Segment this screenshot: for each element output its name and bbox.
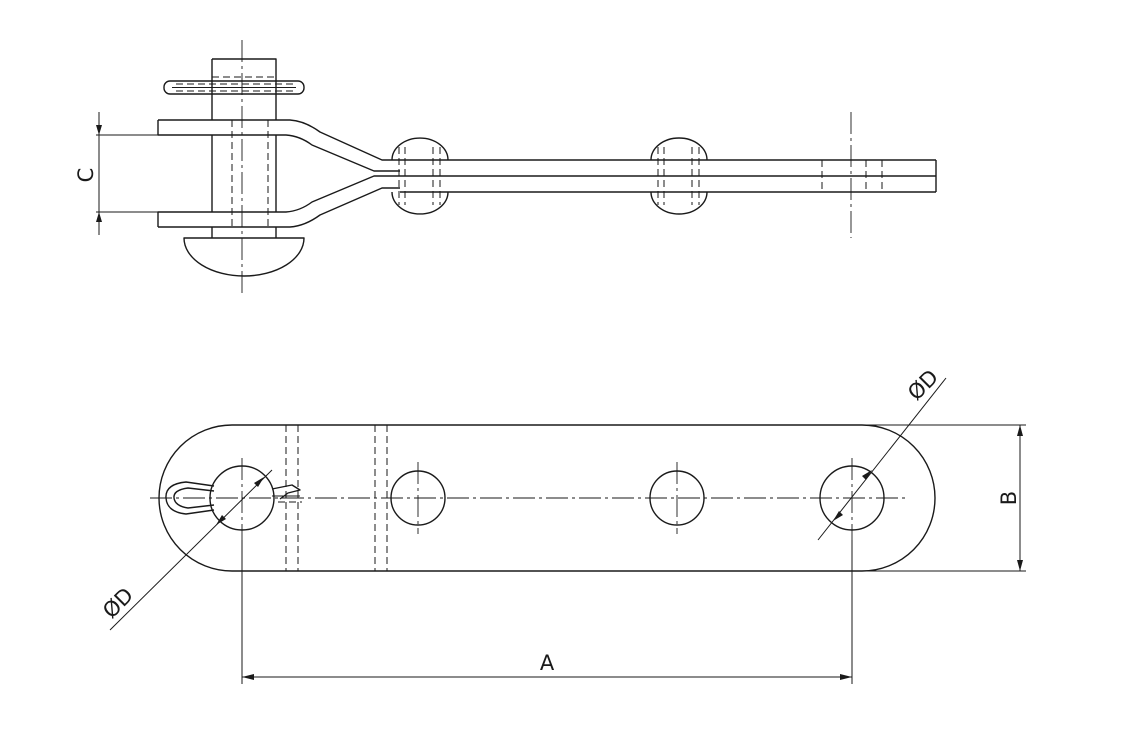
holes <box>209 458 885 540</box>
tongue-bar <box>400 159 937 193</box>
dimension-b: B <box>862 424 1026 572</box>
cotter-pin-plan <box>165 481 302 515</box>
clevis-plates <box>157 119 400 228</box>
plan-view: ØD ØD B A <box>98 365 1026 684</box>
end-hole-hidden <box>821 112 883 238</box>
dimension-d-right: ØD <box>817 365 947 541</box>
dimension-label-a: A <box>540 651 555 675</box>
bolt-head <box>183 237 305 277</box>
cotter-pin <box>163 80 305 95</box>
dimension-label-b: B <box>997 491 1021 505</box>
dimension-a: A <box>241 540 853 684</box>
dimension-c: C <box>74 112 158 235</box>
dimension-label-d-left: ØD <box>98 583 138 623</box>
dimension-d-left: ØD <box>98 469 273 631</box>
dimension-label-c: C <box>74 168 98 183</box>
bolt-shank <box>211 58 277 238</box>
rivet-heads <box>391 137 708 215</box>
dimension-label-d-right: ØD <box>903 365 943 405</box>
side-view: C <box>74 40 937 296</box>
